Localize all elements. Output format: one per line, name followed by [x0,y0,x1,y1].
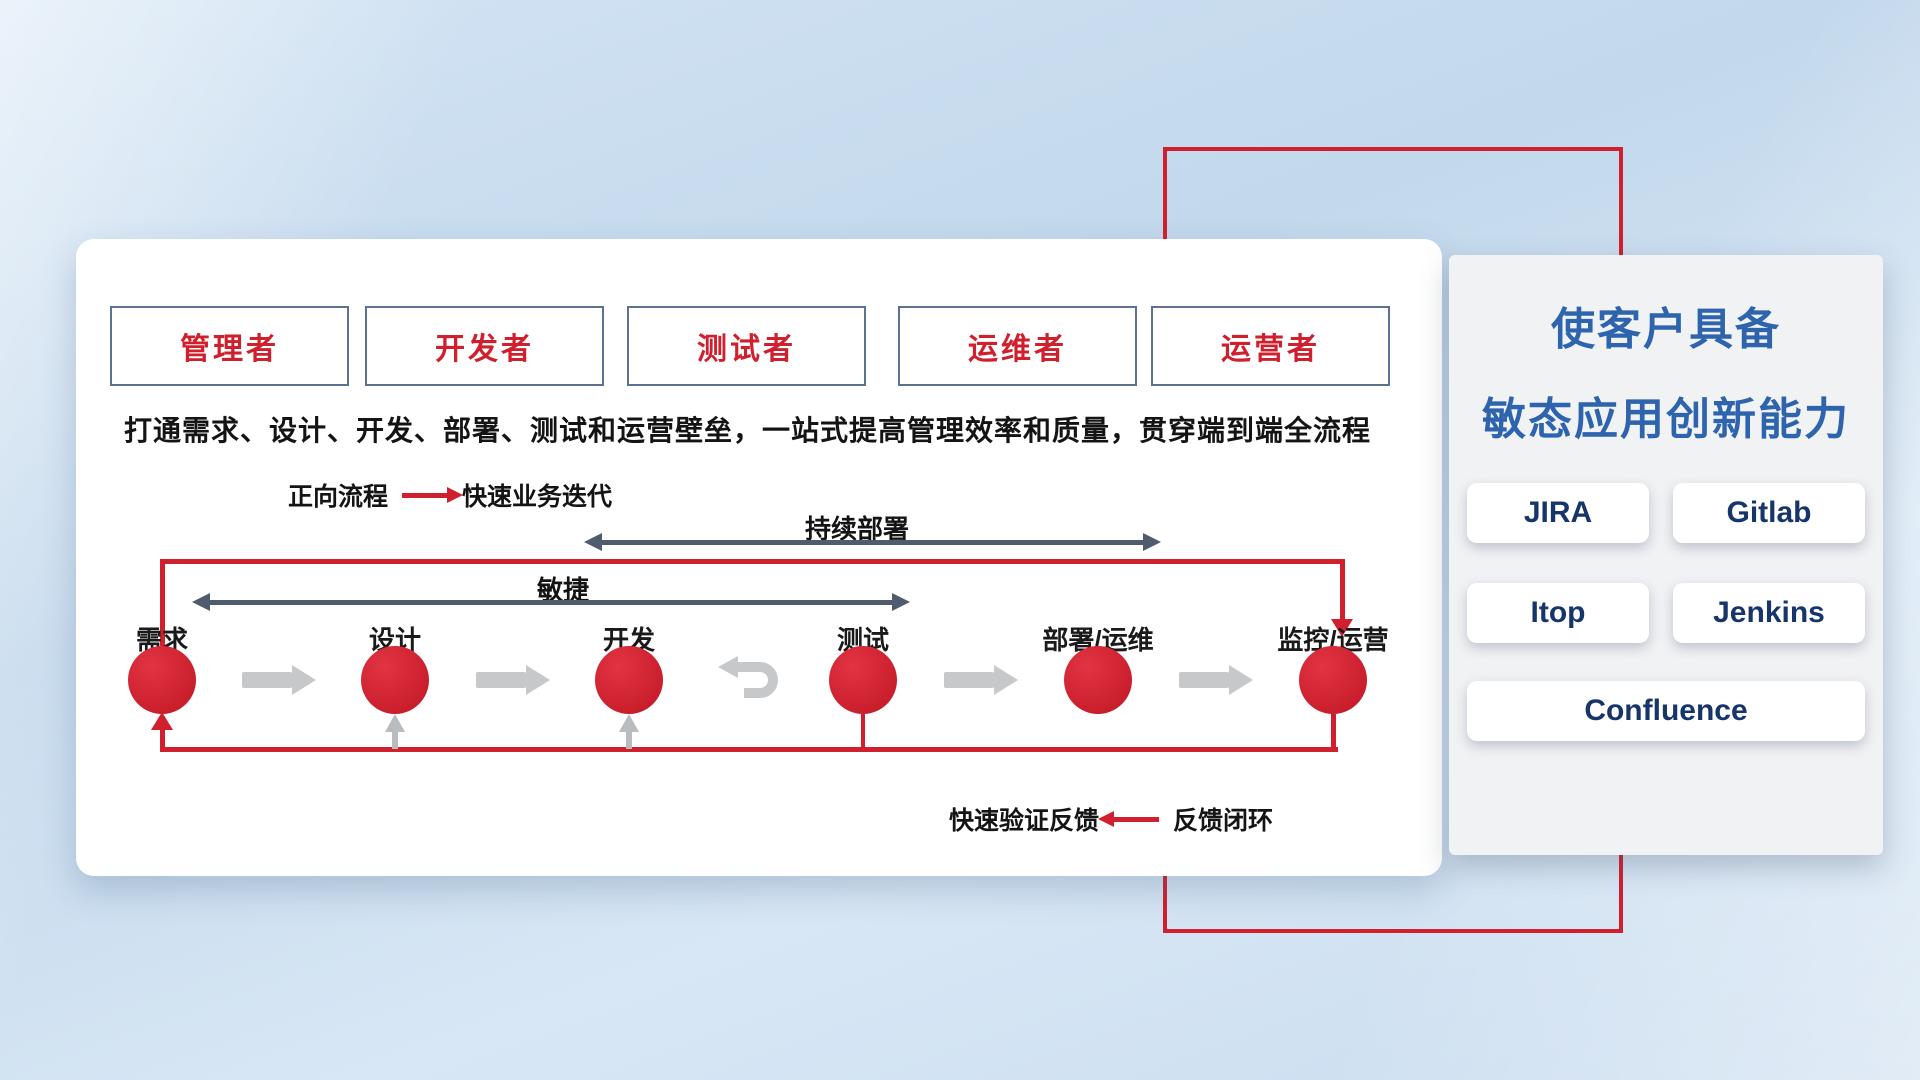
stage-node-design [361,646,429,714]
devops-flow-panel: 管理者 开发者 测试者 运维者 运营者 打通需求、设计、开发、部署、测试和运营壁… [76,239,1442,876]
role-box-operator: 运营者 [1151,306,1390,386]
test-feedback-connector [861,714,865,749]
stage-node-deploy-ops [1064,646,1132,714]
dev-test-iteration-loop-icon [708,653,784,712]
flow-arrow-icon [944,665,1018,695]
feedback-loop-right-stem [1331,714,1336,752]
forward-arrow-icon [402,486,464,503]
continuous-deployment-label: 持续部署 [804,514,909,544]
feedback-legend-label: 快速验证反馈 [949,807,1100,835]
role-label: 运维者 [968,333,1067,366]
forward-flow-legend: 正向流程 快速业务迭代 [288,477,612,513]
flow-arrow-icon [476,665,550,695]
tool-chip-jira: JIRA [1467,483,1649,543]
flow-arrow-icon [242,665,316,695]
role-box-ops: 运维者 [898,306,1137,386]
role-box-tester: 测试者 [627,306,866,386]
panel-description: 打通需求、设计、开发、部署、测试和运营壁垒，一站式提高管理效率和质量，贯穿端到端… [124,415,1372,446]
feedback-arrow-icon [1098,810,1160,827]
forward-loop-down-arrow-icon [1331,619,1353,637]
role-label: 管理者 [180,333,279,366]
stage-node-monitor-ops [1299,646,1367,714]
forward-loop-top-line [160,559,1345,564]
forward-loop-right-stem [1340,559,1345,619]
role-label: 开发者 [435,333,534,366]
role-label: 测试者 [697,333,796,366]
feedback-loop-left-stem [160,730,165,752]
stage-node-development [595,646,663,714]
dev-feedback-stem [626,731,632,749]
continuous-deployment-arrow-icon [584,533,1161,551]
stage-node-requirements [128,646,196,714]
capability-panel: 使客户具备 敏态应用创新能力 JIRA Gitlab Itop Jenkins … [1449,255,1883,855]
tool-chip-jenkins: Jenkins [1673,583,1865,643]
tool-chip-gitlab: Gitlab [1673,483,1865,543]
forward-flow-label: 正向流程 [288,483,389,511]
role-label: 运营者 [1221,333,1320,366]
capability-title-line2: 敏态应用创新能力 [1482,395,1850,444]
dev-feedback-up-arrow-icon [619,714,639,732]
feedback-loop-bottom-line [160,747,1338,752]
tool-chip-itop: Itop [1467,583,1649,643]
design-feedback-up-arrow-icon [385,714,405,732]
capability-title-line1: 使客户具备 [1551,305,1781,354]
tool-chip-confluence: Confluence [1467,681,1865,741]
role-box-developer: 开发者 [365,306,604,386]
flow-arrow-icon [1179,665,1253,695]
agile-arrow-icon [192,593,910,611]
forward-flow-value: 快速业务迭代 [462,483,613,511]
role-box-manager: 管理者 [110,306,349,386]
feedback-legend-value: 反馈闭环 [1173,807,1274,835]
stage-node-testing [829,646,897,714]
feedback-loop-up-arrow-icon [151,712,173,730]
design-feedback-stem [392,731,398,749]
forward-loop-left-stem [160,559,165,646]
feedback-legend: 快速验证反馈 反馈闭环 [949,801,1273,837]
